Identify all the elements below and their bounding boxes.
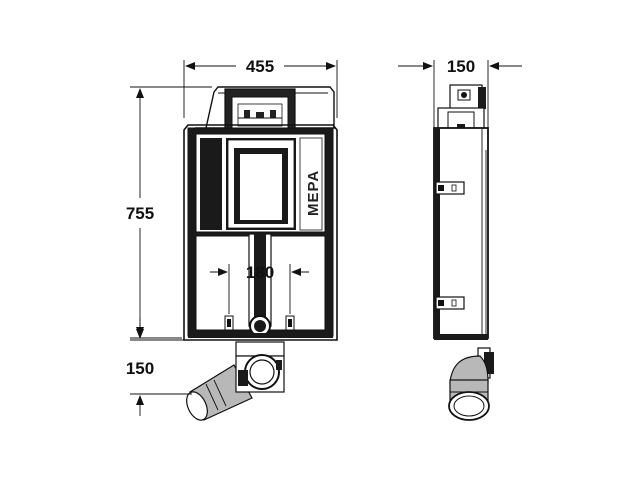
dim-side-depth: 150 xyxy=(398,57,522,128)
brand-mark: MEPA xyxy=(305,170,322,216)
dim-outlet-spacing: 180 xyxy=(210,263,309,314)
dim-height-label: 755 xyxy=(126,204,154,223)
dim-side-depth-label: 150 xyxy=(447,57,475,76)
dim-outlet-height-label: 150 xyxy=(126,359,154,378)
dim-outlet-spacing-label: 180 xyxy=(246,263,274,282)
side-outlet-elbow xyxy=(448,347,494,421)
front-view: MEPA xyxy=(183,86,338,421)
side-view xyxy=(433,84,494,421)
outlet-elbow xyxy=(186,341,285,421)
dim-front-width-label: 455 xyxy=(246,57,274,76)
dim-outlet-height: 150 xyxy=(126,318,192,416)
dim-front-width: 455 xyxy=(183,57,338,118)
